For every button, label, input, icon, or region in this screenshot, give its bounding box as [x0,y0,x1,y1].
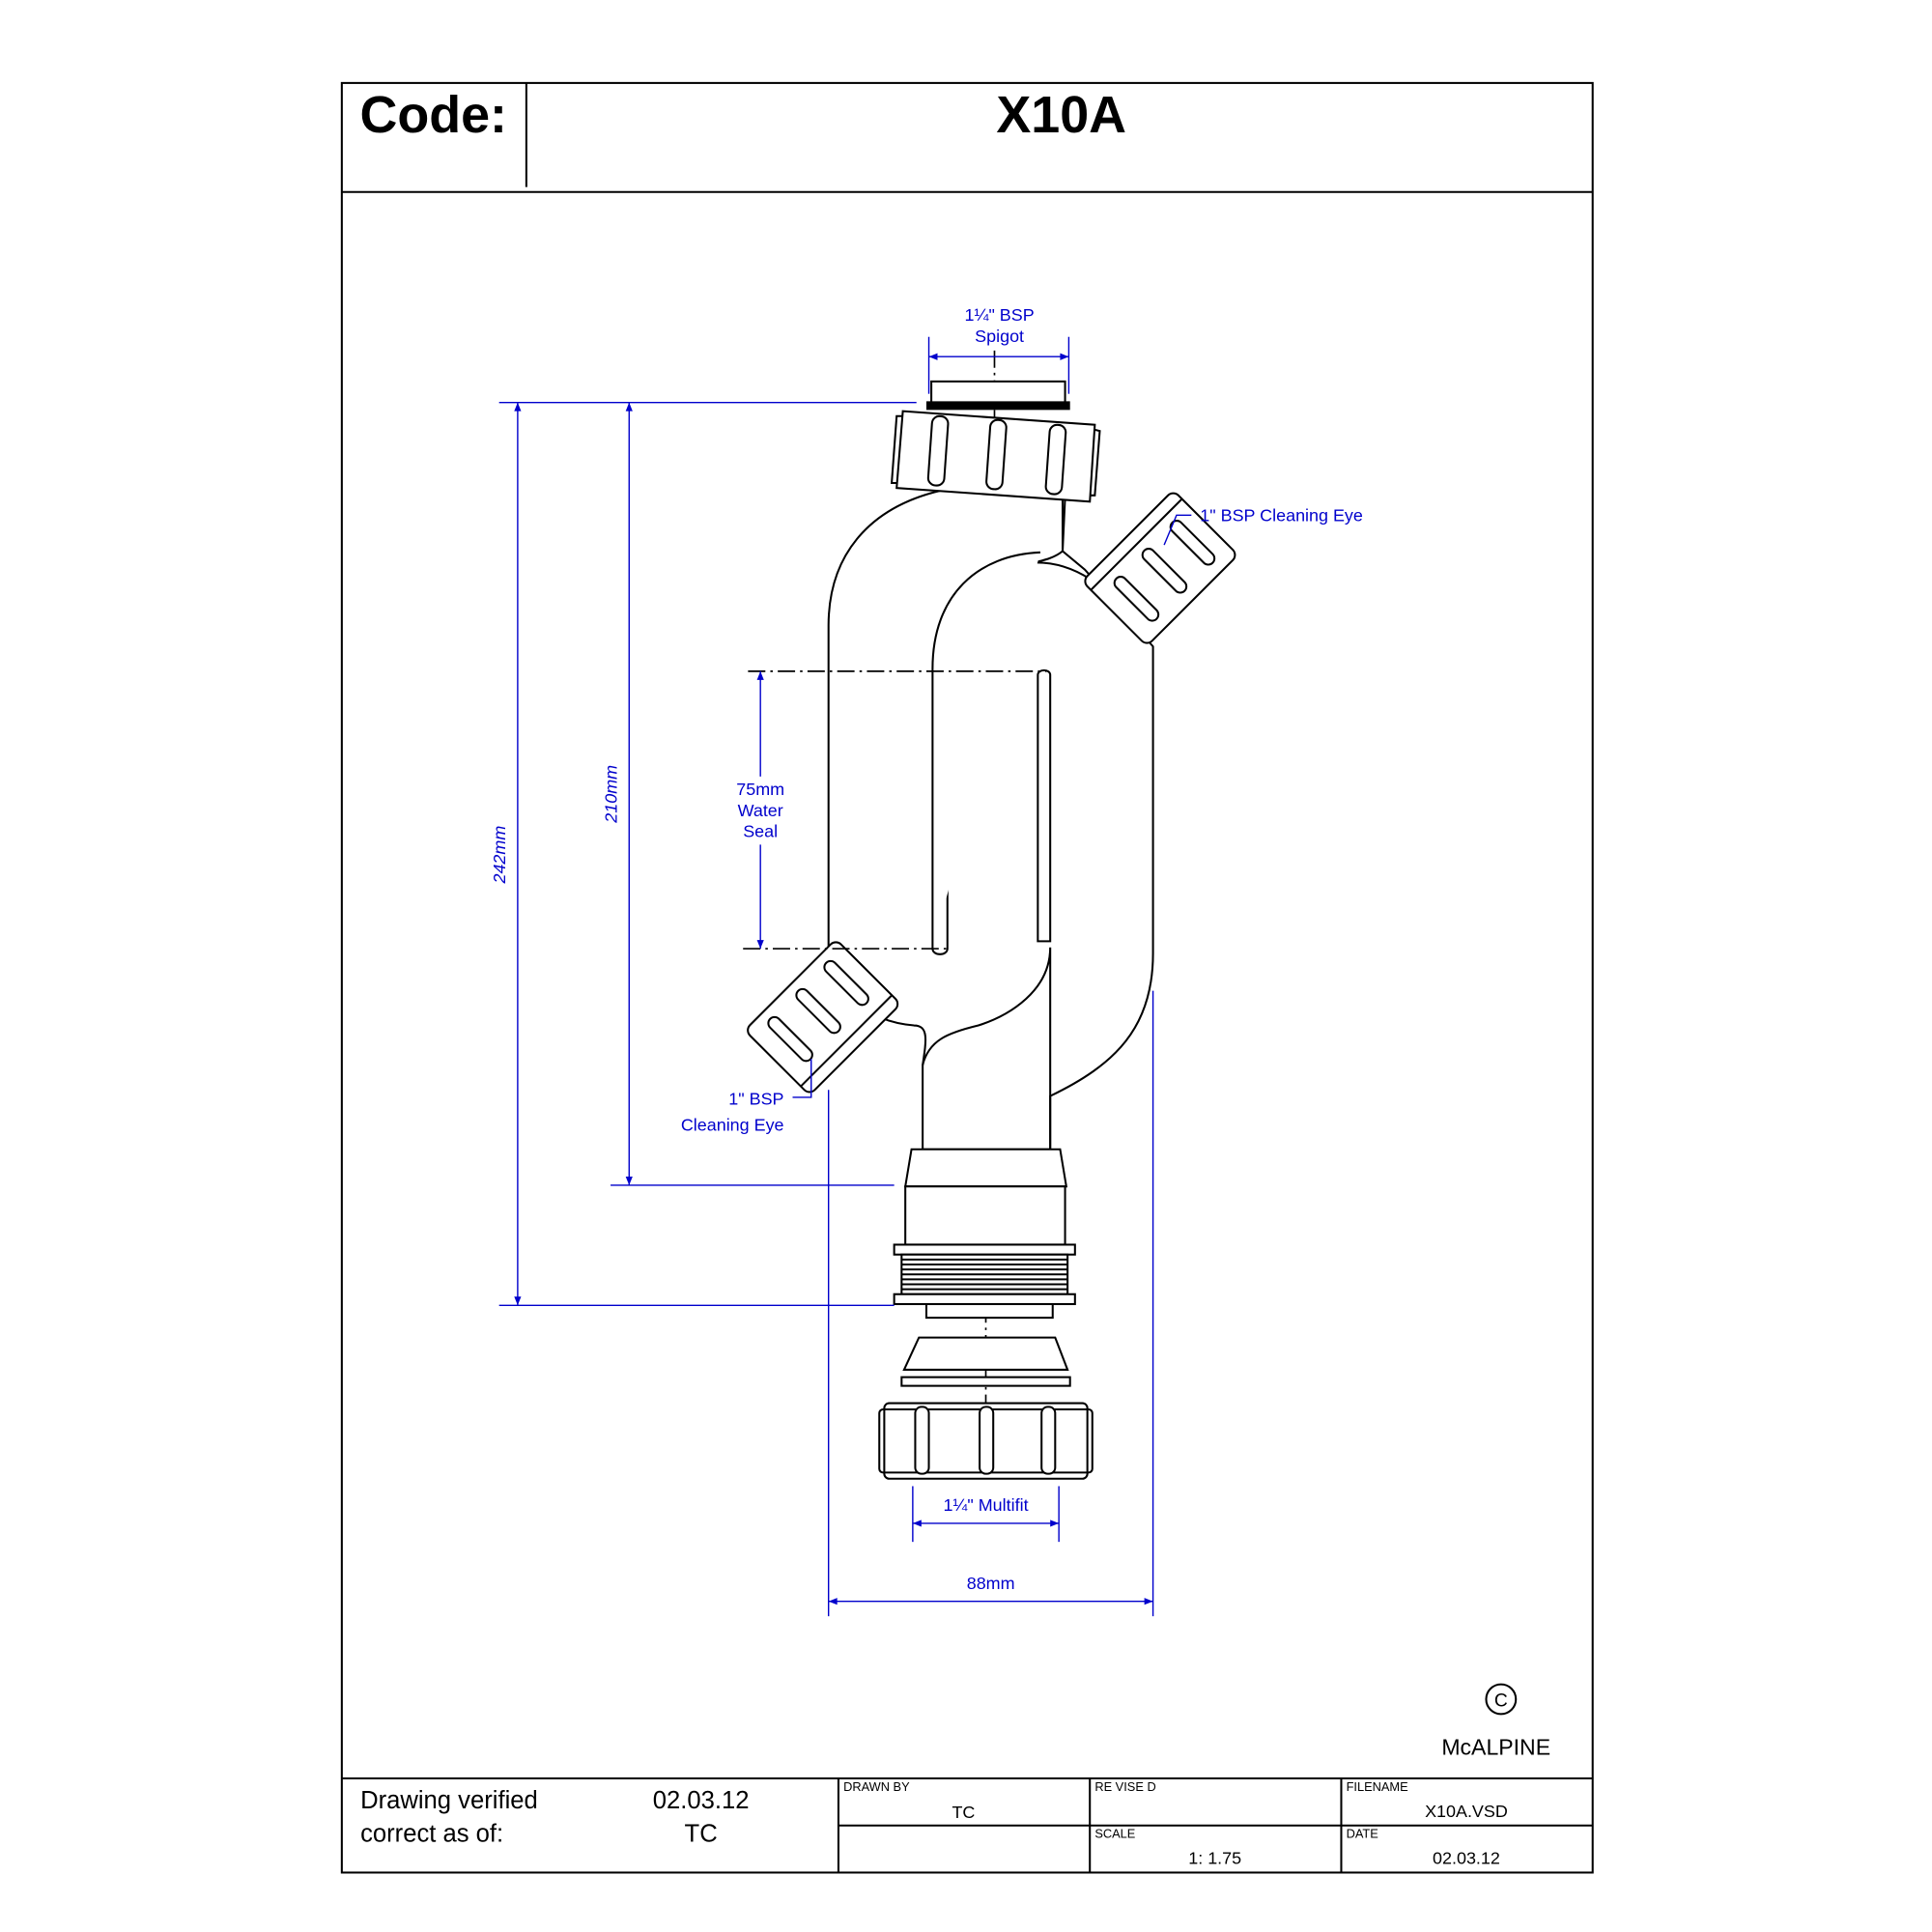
filename-label: FILENAME [1347,1779,1408,1794]
upper-cleaning-eye-nut [1084,492,1236,644]
dimension-multifit: 1¼" Multifit [912,1486,1060,1543]
dimension-body-height: 210mm [601,402,895,1186]
trap-body [827,489,1154,1152]
drawn-by-label: DRAWN BY [843,1779,910,1794]
date-value: 02.03.12 [1433,1848,1500,1867]
copyright-symbol: C [1494,1691,1508,1712]
verified-by: TC [685,1820,718,1847]
water-seal-label-1: 75mm [736,780,784,799]
dimension-width: 88mm [827,990,1154,1617]
spigot-label-1: 1¼" BSP [965,305,1035,325]
verified-date: 02.03.12 [653,1787,750,1814]
copyright-icon [1485,1683,1518,1716]
dimension-spigot: 1¼" BSP Spigot [927,305,1070,394]
revised-label: RE VISE D [1094,1779,1155,1794]
filename-value: X10A.VSD [1425,1802,1508,1821]
lower-cleaning-eye-label-1: 1" BSP [728,1090,783,1109]
dimension-overall-height: 242mm [490,401,917,1306]
verified-label-2: correct as of: [360,1820,503,1847]
upper-cleaning-eye-label: 1" BSP Cleaning Eye [1200,506,1363,526]
drawing-frame [340,81,1594,1874]
top-spigot [930,380,1066,404]
spigot-label-2: Spigot [975,327,1024,346]
drawn-by-value: TC [952,1803,975,1822]
body-height-label: 210mm [601,765,620,824]
code-value: X10A [996,86,1126,144]
code-label: Code: [359,86,506,144]
date-label: DATE [1347,1827,1378,1841]
brand-name: McALPINE [1441,1735,1550,1760]
scale-value: 1: 1.75 [1188,1848,1241,1867]
bottom-outlet [893,1148,1076,1387]
water-seal-label-2: Water [738,801,783,820]
title-block: Drawing verified correct as of: 02.03.12… [341,1777,1593,1873]
scale-label: SCALE [1094,1827,1135,1841]
spigot-seal [925,401,1070,411]
callout-upper-cleaning-eye: 1" BSP Cleaning Eye [1163,506,1363,546]
overall-height-label: 242mm [490,826,509,885]
verified-label-1: Drawing verified [360,1787,538,1814]
water-seal-label-3: Seal [743,822,778,841]
multifit-label: 1¼" Multifit [943,1495,1028,1515]
width-label: 88mm [967,1574,1015,1593]
lower-cleaning-eye-label-2: Cleaning Eye [681,1116,784,1135]
bottom-nut [878,1402,1094,1480]
dimension-water-seal: 75mm Water Seal [736,670,1047,950]
callout-lower-cleaning-eye: 1" BSP Cleaning Eye [681,1059,812,1135]
top-nut [890,410,1101,503]
lower-cleaning-eye-nut [747,941,899,1094]
